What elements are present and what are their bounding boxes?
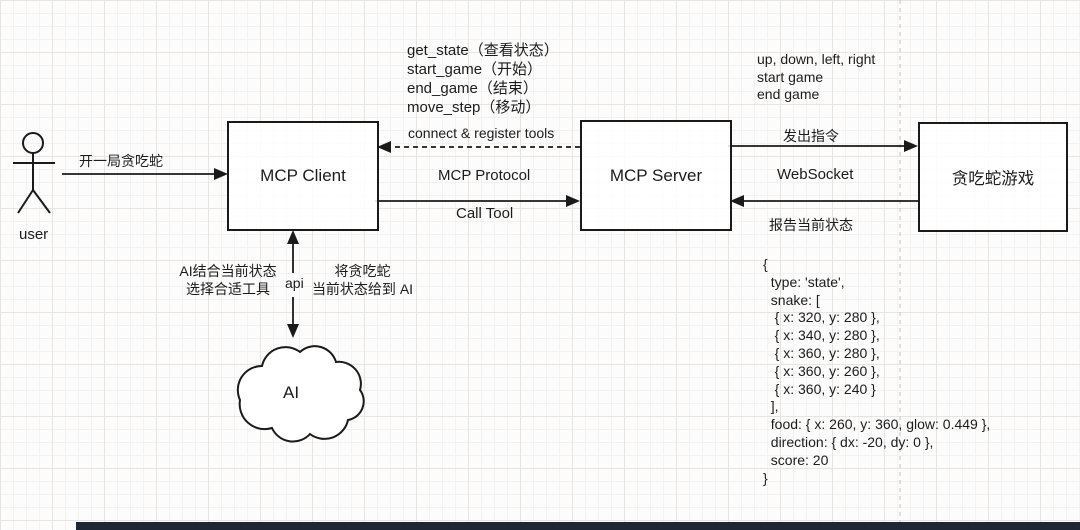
arrow-connect-register xyxy=(377,141,580,153)
mcp-client-box: MCP Client xyxy=(227,121,379,231)
mcp-server-box: MCP Server xyxy=(580,120,732,231)
user-actor-icon xyxy=(13,132,55,214)
user-actor-label: user xyxy=(19,226,49,243)
ai-cloud-shape xyxy=(236,345,365,443)
state-json-block: { type: 'state', snake: [ { x: 320, y: 2… xyxy=(763,256,991,486)
api-label: api xyxy=(285,275,304,291)
bottom-bar xyxy=(76,522,1080,530)
user-to-client-label: 开一局贪吃蛇 xyxy=(79,153,163,169)
arrow-report-state xyxy=(730,195,918,207)
mcp-server-label: MCP Server xyxy=(609,165,703,185)
snake-game-box: 贪吃蛇游戏 xyxy=(918,122,1068,232)
send-command-label: 发出指令 xyxy=(783,128,839,144)
mcp-client-label: MCP Client xyxy=(260,166,346,185)
connect-register-label: connect & register tools xyxy=(408,125,555,141)
give-state-to-ai-label: 将贪吃蛇 当前状态给到 AI xyxy=(311,263,414,297)
ai-cloud-label: AI xyxy=(283,383,300,402)
report-state-label: 报告当前状态 xyxy=(769,217,853,233)
ai-select-tool-label: AI结合当前状态 选择合适工具 xyxy=(179,263,277,297)
websocket-label: WebSocket xyxy=(777,166,854,183)
tools-list: get_state（查看状态） start_game（开始） end_game（… xyxy=(407,42,559,116)
snake-game-label: 贪吃蛇游戏 xyxy=(951,170,1035,188)
call-tool-label: Call Tool xyxy=(456,205,514,222)
game-commands-list: up, down, left, right start game end gam… xyxy=(757,51,876,102)
mcp-protocol-label: MCP Protocol xyxy=(438,167,531,184)
